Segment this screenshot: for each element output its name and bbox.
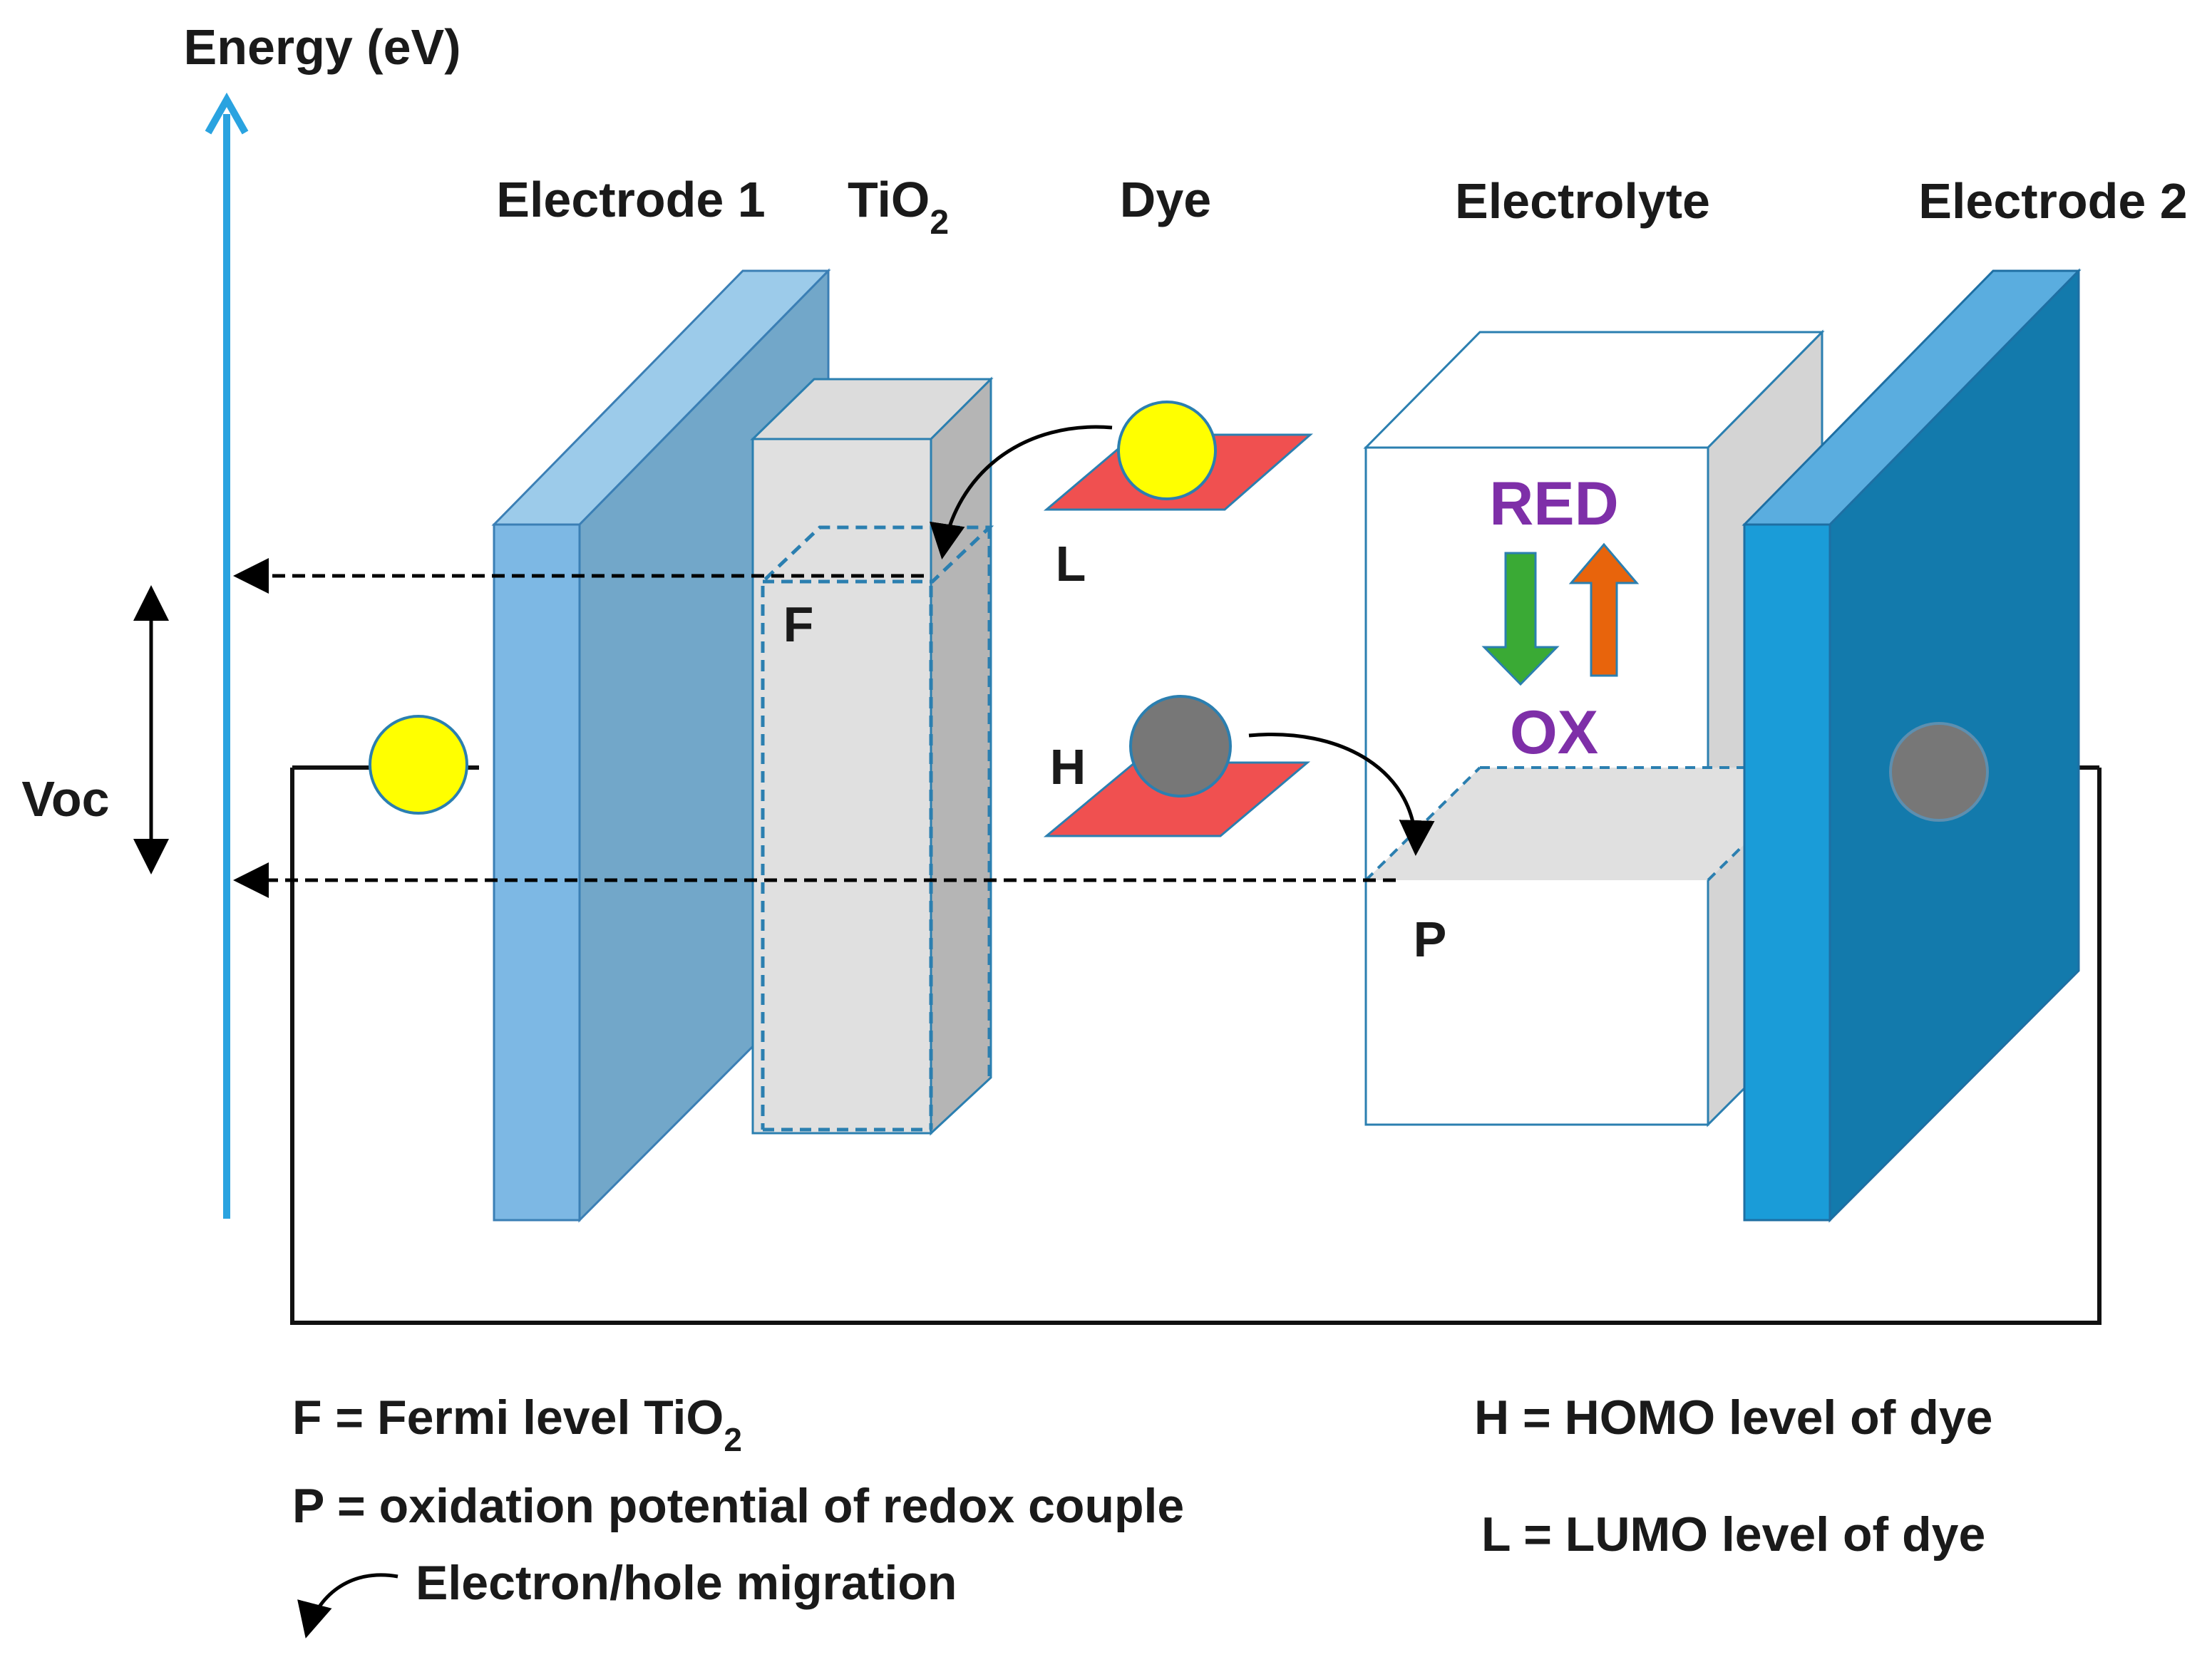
dye-plate-homo: [1043, 761, 1311, 837]
electrode-2: [1742, 268, 2082, 1223]
legend-homo-line: H = HOMO level of dye: [1474, 1390, 1992, 1445]
hole-transfer-arrow: [1248, 733, 1435, 856]
electron-injection-arrow: [929, 425, 1113, 559]
red-label: RED: [1489, 470, 1619, 538]
electrode1-front: [493, 523, 581, 1222]
external-circuit-wire: [290, 768, 2102, 1325]
homo-label: H: [1050, 739, 1086, 795]
electron-dye-lumo: [1117, 401, 1217, 500]
voc-label: Voc: [21, 771, 109, 827]
electrode2-label: Electrode 2: [1918, 173, 2187, 229]
dye-homo: H: [1043, 695, 1311, 837]
legend-lumo-line: L = LUMO level of dye: [1481, 1507, 1985, 1562]
electrode1-label: Electrode 1: [496, 172, 765, 227]
oxidation-arrow-up: [1568, 542, 1640, 677]
tio2-label: TiO2: [848, 172, 949, 242]
reduction-arrow-down: [1481, 552, 1560, 686]
redox-plane-right-edge: [1707, 766, 1823, 882]
electrode2-front: [1743, 523, 1831, 1222]
tio2-side: [930, 376, 992, 1136]
legend-redox-line: P = oxidation potential of redox couple: [292, 1479, 1184, 1533]
tio2-block: [750, 376, 994, 1136]
tio2-front: [751, 438, 932, 1135]
legend-fermi-line: F = Fermi level TiO2: [292, 1390, 742, 1458]
legend-migration-icon: [297, 1573, 398, 1638]
hole-dye-homo: [1129, 695, 1232, 798]
legend-migration-line: Electron/hole migration: [416, 1556, 957, 1610]
legend: F = Fermi level TiO2 P = oxidation poten…: [292, 1390, 1992, 1638]
redox-potential-label: P: [1414, 912, 1447, 967]
redox-plane-left-edge: [1364, 766, 1481, 882]
fermi-level-label: F: [783, 597, 814, 652]
ox-label: OX: [1510, 698, 1598, 767]
dye-lumo: L: [1043, 401, 1313, 592]
energy-axis: Energy (eV): [184, 19, 461, 1219]
electron-external-circuit: [369, 715, 468, 815]
electrolyte-label: Electrolyte: [1455, 173, 1710, 229]
hole-electrode2: [1889, 722, 1989, 822]
redox-potential-plane: [1366, 768, 1822, 880]
dye-label: Dye: [1120, 172, 1211, 227]
energy-axis-arrowhead: [205, 92, 249, 135]
energy-axis-label: Energy (eV): [184, 19, 461, 75]
lumo-label: L: [1056, 536, 1086, 592]
